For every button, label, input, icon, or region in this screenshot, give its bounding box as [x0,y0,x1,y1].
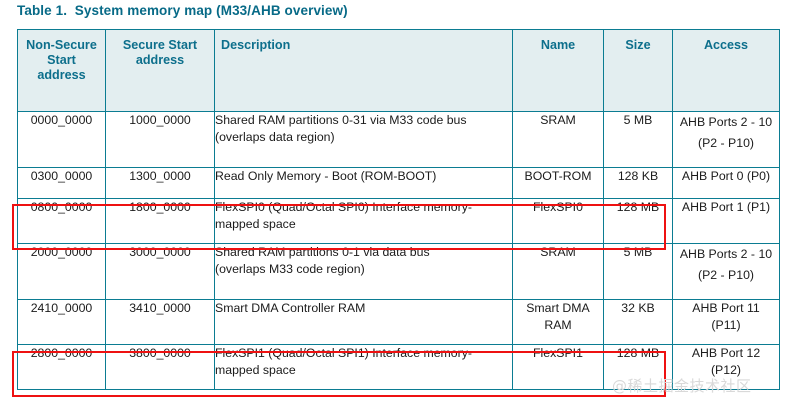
cell-name: FlexSPI1 [512,344,604,390]
cell-secure-start-address: 1800_0000 [105,198,215,244]
page-title: Table 1. System memory map (M33/AHB over… [17,3,348,18]
column-header-secure-start-address-label: Secure Start address [122,38,198,67]
cell-secure-start-address: 1300_0000 [105,167,215,199]
cell-description-line-1: Shared RAM partitions 0-31 via M33 code … [215,113,467,127]
table-row: 2000_0000 3000_0000 Shared RAM partition… [17,243,780,300]
cell-access: AHB Ports 2 - 10 (P2 - P10) [672,243,780,300]
cell-non-secure-start-address: 2000_0000 [17,243,106,300]
cell-name-line-2: RAM [544,318,572,332]
column-header-non-secure-start-address-label: Non-Secure Start address [26,38,97,82]
column-header-access: Access [672,29,780,112]
cell-secure-start-address: 3000_0000 [105,243,215,300]
cell-name: FlexSPI0 [512,198,604,244]
cell-description: Read Only Memory - Boot (ROM-BOOT) [214,167,513,199]
cell-access: AHB Port 0 (P0) [672,167,780,199]
cell-size: 32 KB [603,299,673,345]
cell-size: 5 MB [603,111,673,168]
column-header-description: Description [214,29,513,112]
cell-access-line-2: (P11) [711,318,741,332]
cell-description-line-2: mapped space [215,363,296,377]
cell-description: Shared RAM partitions 0-1 via data bus (… [214,243,513,300]
table-header-row: Non-Secure Start address Secure Start ad… [17,29,780,112]
cell-description: Smart DMA Controller RAM [214,299,513,345]
cell-name: BOOT-ROM [512,167,604,199]
system-memory-map-table: Non-Secure Start address Secure Start ad… [17,29,780,390]
column-header-access-label: Access [703,38,749,52]
column-header-size: Size [603,29,673,112]
cell-name-line-1: Smart DMA [526,301,590,315]
column-header-secure-start-address: Secure Start address [105,29,215,112]
cell-name: Smart DMA RAM [512,299,604,345]
cell-secure-start-address: 1000_0000 [105,111,215,168]
table-row: 2410_0000 3410_0000 Smart DMA Controller… [17,299,780,345]
cell-access: AHB Port 11 (P11) [672,299,780,345]
cell-name: SRAM [512,243,604,300]
table-header: Non-Secure Start address Secure Start ad… [17,29,780,112]
cell-access-line-1: AHB Ports 2 - 10 [679,115,773,129]
column-header-non-secure-start-address: Non-Secure Start address [17,29,106,112]
column-header-name-label: Name [540,38,576,52]
cell-access: AHB Ports 2 - 10 (P2 - P10) [672,111,780,168]
cell-non-secure-start-address: 2410_0000 [17,299,106,345]
cell-access-line-1: AHB Ports 2 - 10 [679,247,773,261]
cell-description-line-1: FlexSPI0 (Quad/Octal SPI0) Interface mem… [215,200,472,214]
cell-non-secure-start-address: 0800_0000 [17,198,106,244]
cell-description: Shared RAM partitions 0-31 via M33 code … [214,111,513,168]
cell-description: FlexSPI1 (Quad/Octal SPI1) Interface mem… [214,344,513,390]
cell-description-line-2: mapped space [215,217,296,231]
column-header-name: Name [512,29,604,112]
table-row: 0300_0000 1300_0000 Read Only Memory - B… [17,167,780,199]
cell-access: AHB Port 12 (P12) [672,344,780,390]
cell-size: 5 MB [603,243,673,300]
table-row-highlighted: 0800_0000 1800_0000 FlexSPI0 (Quad/Octal… [17,198,780,244]
cell-name: SRAM [512,111,604,168]
cell-description-line-2: (overlaps M33 code region) [215,262,365,276]
cell-size: 128 KB [603,167,673,199]
cell-access-line-1: AHB Port 12 [691,346,761,360]
cell-access-line-2: (P2 - P10) [697,268,755,282]
cell-secure-start-address: 3800_0000 [105,344,215,390]
cell-description: FlexSPI0 (Quad/Octal SPI0) Interface mem… [214,198,513,244]
cell-access-line-1: AHB Port 11 [692,301,760,315]
cell-secure-start-address: 3410_0000 [105,299,215,345]
cell-access-line-2: (P12) [710,363,742,377]
cell-access-line-2: (P2 - P10) [697,136,755,150]
watermark: @稀土掘金技术社区 [612,377,752,395]
cell-description-line-1: FlexSPI1 (Quad/Octal SPI1) Interface mem… [215,346,472,360]
cell-description-line-1: Shared RAM partitions 0-1 via data bus [215,245,430,259]
column-header-size-label: Size [625,38,651,52]
cell-non-secure-start-address: 2800_0000 [17,344,106,390]
column-header-description-label: Description [221,38,291,52]
table-row: 0000_0000 1000_0000 Shared RAM partition… [17,111,780,168]
cell-access: AHB Port 1 (P1) [672,198,780,244]
cell-description-line-2: (overlaps data region) [215,130,335,144]
cell-non-secure-start-address: 0300_0000 [17,167,106,199]
cell-size: 128 MB [603,198,673,244]
table-body: 0000_0000 1000_0000 Shared RAM partition… [17,111,780,390]
cell-non-secure-start-address: 0000_0000 [17,111,106,168]
